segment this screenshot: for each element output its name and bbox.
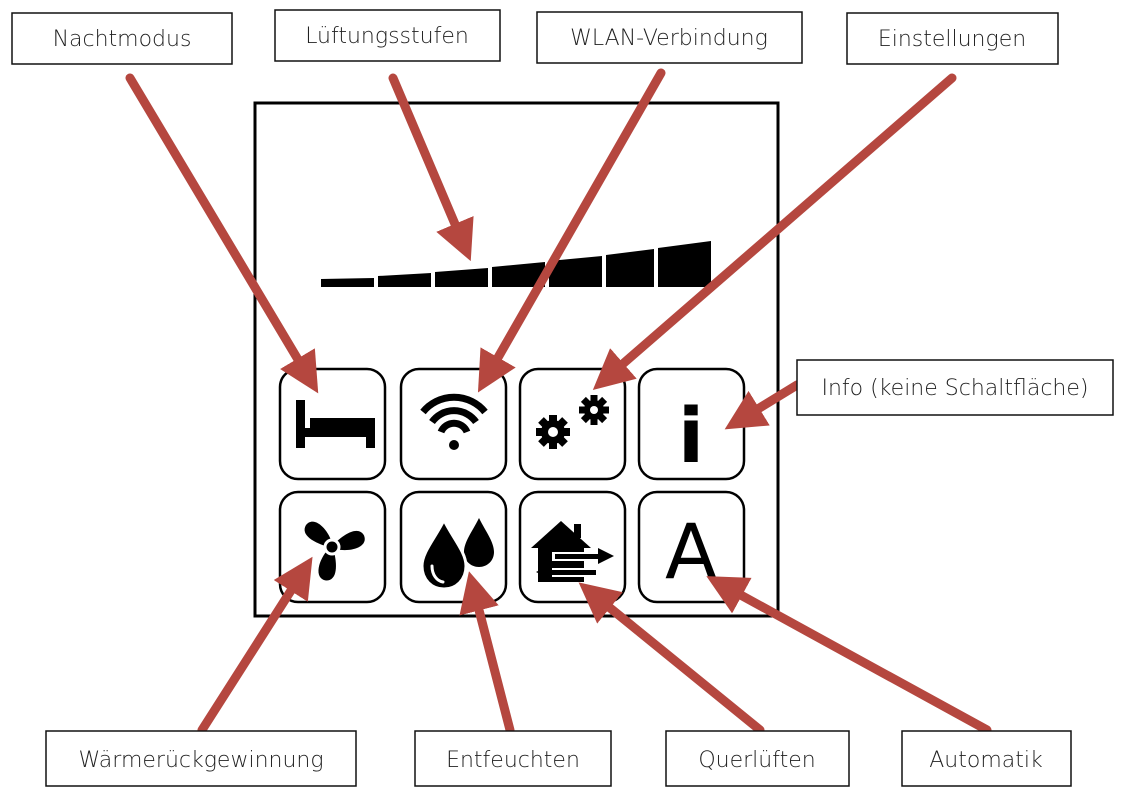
night-mode-button[interactable] xyxy=(278,367,387,481)
fan-level-bar xyxy=(435,268,488,287)
fan-icon xyxy=(304,521,365,581)
label-nachtmodus: Nachtmodus xyxy=(11,12,233,65)
svg-text:Querlüften: Querlüften xyxy=(698,748,815,773)
dehumidify-button[interactable] xyxy=(399,490,508,604)
info-indicator: i xyxy=(637,367,746,481)
bed-icon xyxy=(296,400,375,448)
label-entfeuchten: Entfeuchten xyxy=(414,730,612,787)
settings-button[interactable] xyxy=(518,367,627,481)
fan-level-bar xyxy=(658,241,711,287)
arrow-nachtmodus xyxy=(125,73,319,394)
label-querlueften: Querlüften xyxy=(665,730,850,787)
arrow-wlan xyxy=(477,68,666,393)
gears-icon xyxy=(536,395,609,449)
arrow-entfeuchten xyxy=(459,571,515,735)
svg-text:Lüftungsstufen: Lüftungsstufen xyxy=(305,24,469,49)
svg-text:Wärmerückgewinnung: Wärmerückgewinnung xyxy=(78,748,323,773)
wifi-icon xyxy=(420,393,488,450)
label-automatik: Automatik xyxy=(901,730,1072,787)
svg-text:Einstellungen: Einstellungen xyxy=(878,27,1026,52)
fan-level-bar xyxy=(378,273,431,287)
arrow-querlueften xyxy=(578,582,765,735)
svg-text:Automatik: Automatik xyxy=(929,748,1043,773)
label-wlan: WLAN-Verbindung xyxy=(536,11,803,64)
svg-text:WLAN-Verbindung: WLAN-Verbindung xyxy=(570,26,768,51)
cross-ventilation-button[interactable] xyxy=(518,490,627,604)
label-waermerueckgewinnung: Wärmerückgewinnung xyxy=(45,730,357,787)
arrow-automatik xyxy=(706,576,992,735)
info-icon: i xyxy=(678,391,704,480)
label-einstellungen: Einstellungen xyxy=(846,12,1059,65)
label-lueftungsstufen: Lüftungsstufen xyxy=(274,9,501,62)
fan-level-bars xyxy=(321,241,711,287)
fan-level-bar xyxy=(492,262,545,287)
fan-level-bar xyxy=(549,256,602,287)
fan-level-bar xyxy=(321,278,374,287)
house-airflow-icon xyxy=(531,521,614,582)
letter-a-icon: A xyxy=(665,507,717,596)
fan-level-bar xyxy=(606,249,654,287)
wifi-button[interactable] xyxy=(399,367,508,481)
arrow-info xyxy=(724,380,802,430)
svg-text:Entfeuchten: Entfeuchten xyxy=(446,748,580,773)
water-drops-icon xyxy=(420,516,494,591)
arrow-lueftungsstufen xyxy=(388,73,474,262)
svg-text:Info (keine Schaltfläche): Info (keine Schaltfläche) xyxy=(821,376,1088,401)
annotation-arrows xyxy=(125,68,992,735)
svg-text:Nachtmodus: Nachtmodus xyxy=(53,27,192,52)
arrow-einstellungen xyxy=(592,73,957,390)
arrow-waermerueckgewinnung xyxy=(197,556,313,735)
label-info: Info (keine Schaltfläche) xyxy=(796,359,1114,416)
